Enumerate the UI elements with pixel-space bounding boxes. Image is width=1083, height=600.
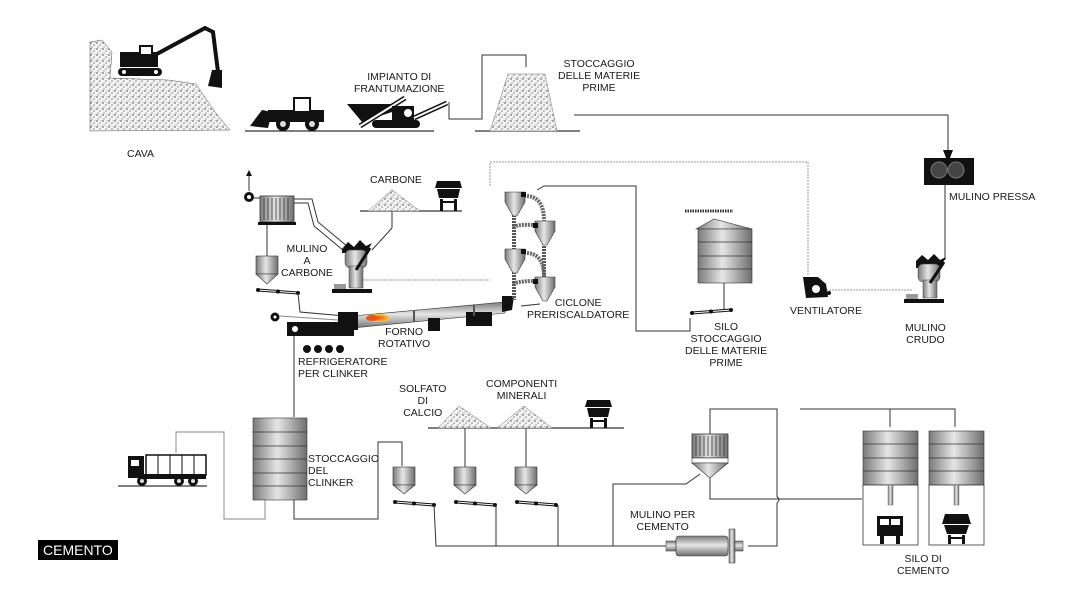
label-mulino-pressa: MULINO PRESSA <box>949 191 1036 203</box>
additive-conveyors-icon <box>393 500 558 507</box>
coal-conveyor-icon <box>256 288 300 295</box>
quarry-rock <box>89 39 231 132</box>
label-forno-rotativo: FORNO ROTATIVO <box>378 326 431 350</box>
label-mulino-carbone: MULINO A CARBONE <box>281 243 333 279</box>
mineral-components-pile-icon <box>496 405 553 429</box>
diagram-title: CEMENTO <box>38 540 118 560</box>
coal-stockpile-icon <box>367 189 421 212</box>
coal-vertical-mill-icon <box>332 240 372 293</box>
label-mulino-crudo: MULINO CRUDO <box>905 322 946 346</box>
separator-icon <box>691 433 729 479</box>
dump-truck-icon <box>128 454 207 486</box>
clinker-hopper-icon <box>392 466 416 495</box>
fan-icon <box>803 277 831 298</box>
sulfate-hopper-icon <box>453 466 477 495</box>
coal-feeder-icon <box>435 181 462 211</box>
label-ciclone-preriscaldatore: CICLONE PRERISCALDATORE <box>527 297 630 321</box>
raw-meal-conveyor-icon <box>690 308 733 315</box>
label-ventilatore: VENTILATORE <box>790 305 862 317</box>
label-mulino-per-cemento: MULINO PER CEMENTO <box>630 509 696 533</box>
ball-mill-icon <box>665 528 744 564</box>
label-silo-di-cemento: SILO DI CEMENTO <box>897 553 950 577</box>
coal-hopper-icon <box>255 255 279 285</box>
roller-press-icon <box>924 150 974 185</box>
excavator-icon <box>118 25 222 88</box>
additive-feeder-icon <box>585 400 612 428</box>
label-componenti-minerali: COMPONENTI MINERALI <box>486 378 558 402</box>
label-carbone: CARBONE <box>370 174 422 186</box>
label-refrigeratore-clinker: REFRIGERATORE PER CLINKER <box>298 356 388 380</box>
clinker-cooler-icon <box>287 322 354 353</box>
label-stoccaggio-materie-prime: STOCCAGGIO DELLE MATERIE PRIME <box>558 58 641 94</box>
label-impianto-frantumazione: IMPIANTO DI FRANTUMAZIONE <box>354 71 445 95</box>
label-silo-stoccaggio-materie-prime: SILO STOCCAGGIO DELLE MATERIE PRIME <box>685 321 768 369</box>
label-cava: CAVA <box>127 148 155 160</box>
minerals-hopper-icon <box>514 466 538 495</box>
label-stoccaggio-clinker: STOCCAGGIO DEL CLINKER <box>308 453 379 489</box>
cement-silo-1-icon <box>862 430 919 546</box>
wheel-loader-icon <box>250 97 324 131</box>
cyclone-preheater-icon <box>504 191 556 302</box>
filter-fan-icon <box>244 170 254 202</box>
raw-vertical-mill-icon <box>904 254 946 303</box>
crusher-icon <box>347 95 449 129</box>
stockpile-icon <box>489 73 558 132</box>
cement-truck-icon <box>877 516 903 544</box>
cooler-fan-icon <box>270 312 280 322</box>
bag-filter-icon <box>258 195 296 225</box>
raw-meal-silo-icon <box>685 209 753 284</box>
label-solfato-calcio: SOLFATO DI CALCIO <box>399 383 447 419</box>
clinker-storage-silo-icon <box>252 417 308 501</box>
bagging-machine-icon <box>942 514 971 544</box>
